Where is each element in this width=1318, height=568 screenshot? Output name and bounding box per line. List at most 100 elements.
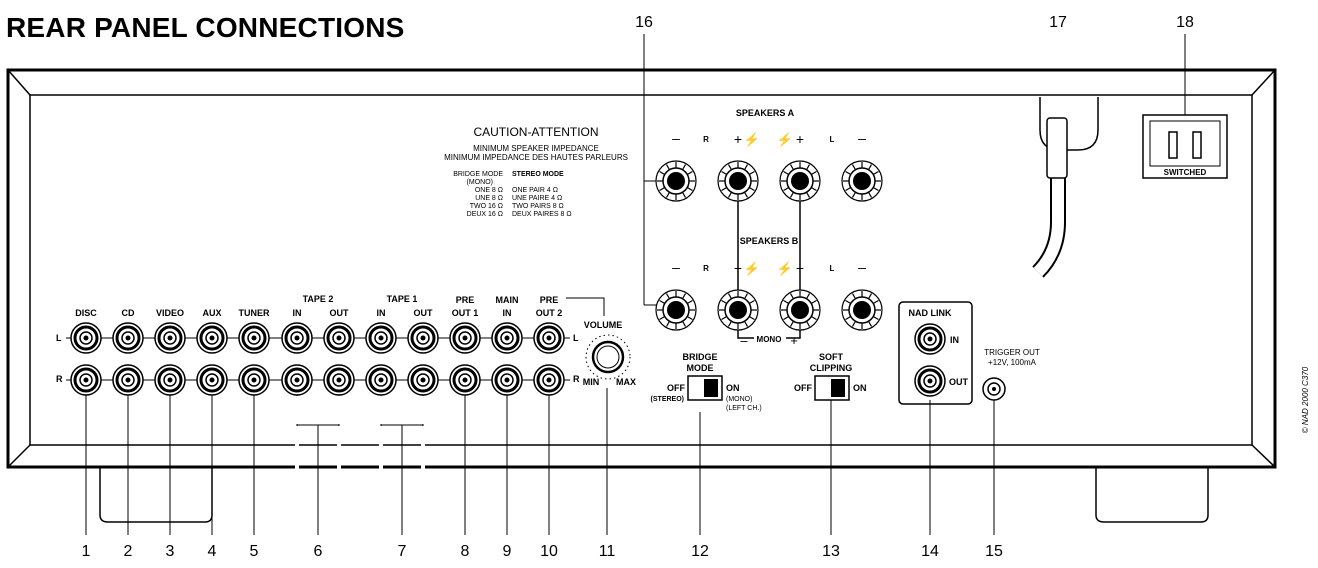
caution-stereo-row: UNE PAIRE 4 Ω bbox=[512, 195, 562, 202]
callout-2: 2 bbox=[124, 543, 133, 560]
speaker-a-terminal-r-minus[interactable] bbox=[655, 160, 697, 202]
clipping-label: CLIPPING bbox=[810, 363, 853, 373]
rca-jack-disc-l[interactable] bbox=[70, 322, 102, 354]
rca-jack-tape1-out-r[interactable] bbox=[407, 364, 439, 396]
nad-link-out-label: OUT bbox=[949, 377, 969, 387]
rca-jack-tape2-out-r[interactable] bbox=[323, 364, 355, 396]
main-in-label: MAIN bbox=[496, 295, 519, 305]
caution-bridge-row: UNE 8 Ω bbox=[475, 195, 503, 202]
power-cord bbox=[1032, 97, 1099, 278]
callout-7: 7 bbox=[398, 543, 407, 560]
soft-off-label: OFF bbox=[794, 383, 812, 393]
caution-stereo-row: TWO PAIRS 8 Ω bbox=[512, 203, 564, 210]
trigger-out[interactable]: TRIGGER OUT +12V, 100mA bbox=[982, 348, 1040, 401]
rca-jack-cd-l[interactable] bbox=[112, 322, 144, 354]
pre-out1-label: OUT 1 bbox=[452, 308, 479, 318]
rca-jack-pre-out1-r[interactable] bbox=[449, 364, 481, 396]
speaker-b-terminal-l-plus[interactable] bbox=[779, 289, 821, 331]
caution-line2: MINIMUM IMPEDANCE DES HAUTES PARLEURS bbox=[444, 153, 628, 162]
callout-5: 5 bbox=[250, 543, 259, 560]
trigger-line2: +12V, 100mA bbox=[988, 358, 1037, 367]
rca-jack-disc-r[interactable] bbox=[70, 364, 102, 396]
rca-jack-tape1-in-l[interactable] bbox=[365, 322, 397, 354]
speaker-a-l-label: L bbox=[830, 135, 835, 144]
bridge-mode-label: MODE bbox=[687, 363, 714, 373]
foot-left bbox=[99, 467, 213, 523]
caution-block: CAUTION-ATTENTION MINIMUM SPEAKER IMPEDA… bbox=[444, 125, 628, 218]
input-label-disc: DISC bbox=[75, 308, 97, 318]
speaker-a-plus-label: + bbox=[796, 131, 804, 147]
callout-18: 18 bbox=[1176, 14, 1194, 31]
rca-jack-tape1-out-l[interactable] bbox=[407, 322, 439, 354]
rca-jack-tape2-in-l[interactable] bbox=[281, 322, 313, 354]
nad-link-in-jack[interactable] bbox=[914, 323, 946, 355]
callout-14: 14 bbox=[921, 543, 939, 560]
rca-jack-tape2-in-r[interactable] bbox=[281, 364, 313, 396]
switched-outlet: SWITCHED bbox=[1142, 114, 1228, 179]
rca-jack-pre-out1-l[interactable] bbox=[449, 322, 481, 354]
speaker-a-minus-label: – bbox=[858, 130, 866, 146]
soft-clipping-switch[interactable]: SOFT CLIPPING OFF ON bbox=[794, 352, 867, 401]
rca-jack-video-r[interactable] bbox=[154, 364, 186, 396]
speaker-a-terminal-r-plus[interactable] bbox=[717, 160, 759, 202]
rca-jack-pre-out2-l[interactable] bbox=[533, 322, 565, 354]
lightning-icon: ⚡ bbox=[744, 261, 760, 277]
caution-bridge-row: DEUX 16 Ω bbox=[467, 211, 503, 218]
caution-bridge-row: ONE 8 Ω bbox=[475, 187, 503, 194]
callout-10: 10 bbox=[540, 543, 558, 560]
rca-jack-tuner-l[interactable] bbox=[238, 322, 270, 354]
callout-17: 17 bbox=[1049, 14, 1067, 31]
main-in-label: IN bbox=[503, 308, 512, 318]
mono-label: MONO bbox=[757, 335, 782, 344]
speaker-b-terminal-r-plus[interactable] bbox=[717, 289, 759, 331]
speakers-b-label: SPEAKERS B bbox=[740, 236, 799, 246]
rca-jack-pre-out2-r[interactable] bbox=[533, 364, 565, 396]
chassis bbox=[6, 68, 1277, 523]
soft-on-label: ON bbox=[853, 383, 867, 393]
speaker-b-l-label: L bbox=[830, 264, 835, 273]
volume-max-label: MAX bbox=[616, 377, 636, 387]
bridge-on-sub2: (LEFT CH.) bbox=[726, 405, 762, 412]
pre-out1-label: PRE bbox=[456, 295, 475, 305]
speaker-b-terminal-l-minus[interactable] bbox=[841, 289, 883, 331]
speaker-a-terminal-l-minus[interactable] bbox=[841, 160, 883, 202]
rca-jack-main-in-r[interactable] bbox=[491, 364, 523, 396]
rca-jack-tuner-r[interactable] bbox=[238, 364, 270, 396]
lightning-icon: ⚡ bbox=[777, 261, 793, 277]
nad-link-out-jack[interactable] bbox=[914, 365, 946, 397]
volume-min-label: MIN bbox=[583, 377, 600, 387]
tape2-in-label: IN bbox=[293, 308, 302, 318]
bridge-mode-switch[interactable]: BRIDGE MODE OFF (STEREO) ON (MONO) (LEFT… bbox=[651, 352, 762, 412]
tape1-in-label: IN bbox=[377, 308, 386, 318]
volume-knob[interactable]: VOLUME MIN MAX bbox=[583, 320, 636, 387]
rca-jack-video-l[interactable] bbox=[154, 322, 186, 354]
nad-link-panel: NAD LINK IN OUT bbox=[898, 301, 973, 405]
callout-11: 11 bbox=[599, 543, 616, 560]
speaker-terminals: SPEAKERS A SPEAKERS B – R + ⚡ ⚡ + L – – … bbox=[672, 108, 866, 348]
callout-4: 4 bbox=[208, 543, 217, 560]
row-l-label: L bbox=[573, 333, 579, 343]
bridge-label: BRIDGE bbox=[682, 352, 717, 362]
rca-jack-tape1-in-r[interactable] bbox=[365, 364, 397, 396]
tape1-bracket bbox=[380, 395, 424, 426]
chassis-inner bbox=[29, 94, 1253, 446]
callout-1: 1 bbox=[82, 543, 91, 560]
rca-jack-aux-r[interactable] bbox=[196, 364, 228, 396]
lightning-icon: ⚡ bbox=[777, 132, 793, 148]
speakers-a-label: SPEAKERS A bbox=[736, 108, 795, 118]
caution-line1: MINIMUM SPEAKER IMPEDANCE bbox=[473, 144, 599, 153]
tape2-label: TAPE 2 bbox=[303, 294, 334, 304]
rca-jack-main-in-l[interactable] bbox=[491, 322, 523, 354]
mono-plus: + bbox=[790, 333, 798, 348]
caution-stereo-row: DEUX PAIRES 8 Ω bbox=[512, 211, 572, 218]
nad-link-in-label: IN bbox=[950, 335, 959, 345]
speaker-b-terminal-r-minus[interactable] bbox=[655, 289, 697, 331]
rca-jack-tape2-out-l[interactable] bbox=[323, 322, 355, 354]
rca-jack-cd-r[interactable] bbox=[112, 364, 144, 396]
page-title: REAR PANEL CONNECTIONS bbox=[6, 12, 405, 43]
rca-jack-aux-l[interactable] bbox=[196, 322, 228, 354]
speaker-a-terminal-l-plus[interactable] bbox=[779, 160, 821, 202]
bridge-off-sub: (STEREO) bbox=[651, 396, 684, 403]
switched-label: SWITCHED bbox=[1164, 168, 1207, 177]
